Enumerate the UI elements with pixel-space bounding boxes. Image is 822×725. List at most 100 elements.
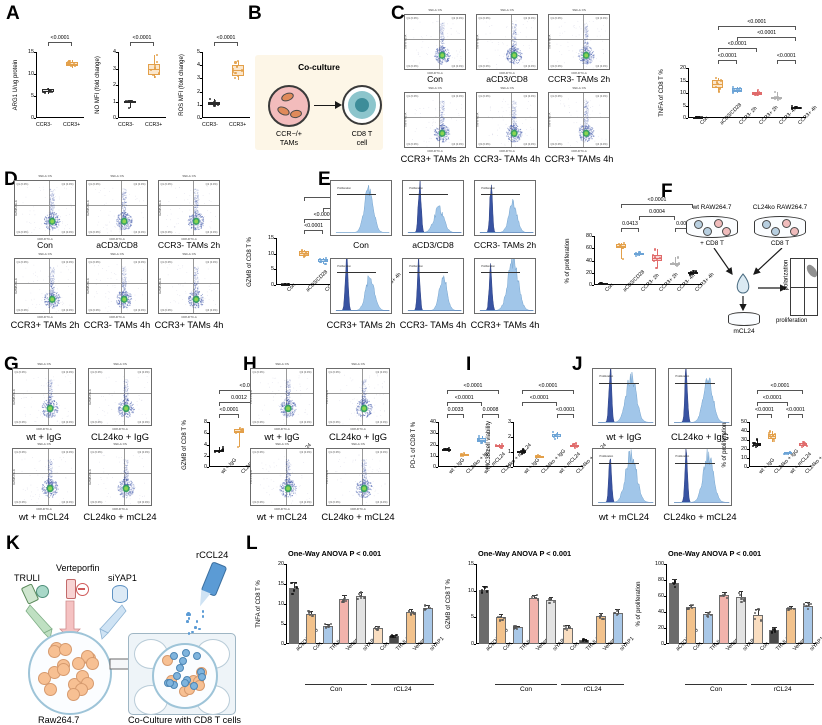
y-tick-mark	[116, 69, 118, 70]
p-value-label: <0.0001	[747, 19, 766, 25]
cd8t-cell-coculture	[198, 673, 206, 681]
flow-population	[405, 15, 467, 71]
quadrant-population	[804, 258, 818, 287]
bar	[703, 614, 713, 644]
flow-caption-5: CCR3+ TAMs 4h	[152, 320, 226, 330]
histogram-plot-4: SSC-A : FSProliferationCFSE-FITC-A	[402, 258, 464, 314]
data-point	[486, 586, 488, 588]
data-point	[574, 447, 576, 449]
y-tick-mark	[436, 456, 438, 457]
flow-caption-3: CCR3+ TAMs 2h	[398, 154, 472, 164]
y-tick-mark	[747, 449, 749, 450]
anova-label: One-Way ANOVA P < 0.001	[668, 549, 761, 558]
p-value-label: <0.0001	[455, 395, 474, 401]
x-tick-label: CCR3-	[202, 122, 218, 128]
data-point	[311, 615, 313, 617]
data-point	[783, 453, 785, 455]
data-point	[803, 603, 805, 605]
group-underline-con	[495, 684, 558, 685]
ko-cell-p1	[782, 219, 791, 228]
data-point	[806, 445, 808, 447]
group-label-rcl24: rCL24	[394, 686, 412, 693]
y-tick-mark	[436, 422, 438, 423]
significance-bracket	[447, 402, 482, 406]
histogram-gate-line	[337, 194, 375, 195]
y-tick-mark	[592, 248, 594, 249]
mcl24-label: mCL24	[718, 328, 770, 335]
data-point	[413, 613, 415, 615]
y-tick-mark	[592, 285, 594, 286]
p-value-label: <0.0001	[304, 223, 323, 229]
y-axis-title: MC38 cell viability	[486, 420, 492, 468]
data-point	[344, 597, 346, 599]
data-point	[638, 251, 640, 253]
rccl24-label: rCCL24	[196, 549, 228, 560]
y-axis	[209, 422, 210, 467]
flow-population	[405, 93, 467, 149]
flow-y-axis-label: PD-1-PE-A	[249, 470, 253, 484]
flow-population	[13, 369, 77, 427]
flow-population	[549, 93, 611, 149]
y-tick-mark	[474, 591, 476, 592]
data-point	[363, 597, 365, 599]
flow-y-axis-label: GZMB-PE-A	[86, 278, 90, 294]
data-point	[154, 76, 156, 78]
bar	[289, 588, 299, 644]
p-value-label: <0.0001	[51, 35, 70, 41]
y-axis-title: GZMB of CD8 T %	[247, 237, 253, 287]
flow-x-axis-label: CD8-FITC-A	[549, 149, 609, 153]
bar	[339, 599, 349, 644]
data-point	[808, 603, 810, 605]
plot-caption-0: wt + IgG	[242, 431, 322, 442]
cl24ko-raw-label: CL24ko RAW264.7	[740, 204, 820, 211]
y-tick-mark	[474, 564, 476, 565]
p-value-label: <0.0001	[539, 383, 558, 389]
y-axis	[688, 68, 689, 118]
data-point	[773, 440, 775, 442]
whisker-lower	[72, 66, 73, 68]
data-point	[755, 609, 757, 611]
flow-y-axis-label: PD-1-PE-A	[325, 470, 329, 484]
data-point	[732, 92, 734, 94]
y-tick-mark	[664, 628, 666, 629]
whisker-upper	[772, 431, 773, 434]
p-value-label: <0.0001	[556, 407, 575, 413]
y-tick-mark	[284, 624, 286, 625]
bar	[406, 612, 416, 644]
y-tick-mark	[200, 92, 202, 93]
reagent-droplet	[188, 617, 191, 620]
data-point	[548, 602, 550, 604]
y-axis	[118, 52, 119, 118]
y-axis-title: TNFA of CD8 T %	[256, 580, 262, 627]
cd8t-cell-coculture	[190, 682, 198, 690]
p-value-label: <0.0001	[464, 383, 483, 389]
tam-label-line1: CCR−/+	[259, 129, 319, 138]
reagent-droplet	[198, 628, 201, 631]
data-point	[360, 591, 362, 593]
data-point	[677, 256, 679, 258]
flow-caption-0: Con	[8, 240, 82, 250]
whisker-upper	[482, 436, 483, 438]
data-point	[478, 435, 480, 437]
histogram-gate-label: Proliferation	[675, 375, 689, 378]
x-tick-label: CCR3+	[229, 122, 246, 128]
flow-caption-1: aCD3/CD8	[470, 74, 544, 84]
y-tick-mark	[207, 456, 209, 457]
flow-y-axis-label: GZMB-PE-A	[158, 200, 162, 216]
bar	[529, 598, 539, 644]
y-tick-mark	[686, 118, 688, 119]
data-point	[209, 102, 211, 104]
histogram-gate-line	[599, 463, 639, 464]
co-culture-title: Co-culture	[255, 62, 383, 72]
data-point	[656, 259, 658, 261]
significance-bracket	[639, 216, 675, 220]
y-tick-mark	[284, 564, 286, 565]
histogram-gate-line	[409, 272, 447, 273]
